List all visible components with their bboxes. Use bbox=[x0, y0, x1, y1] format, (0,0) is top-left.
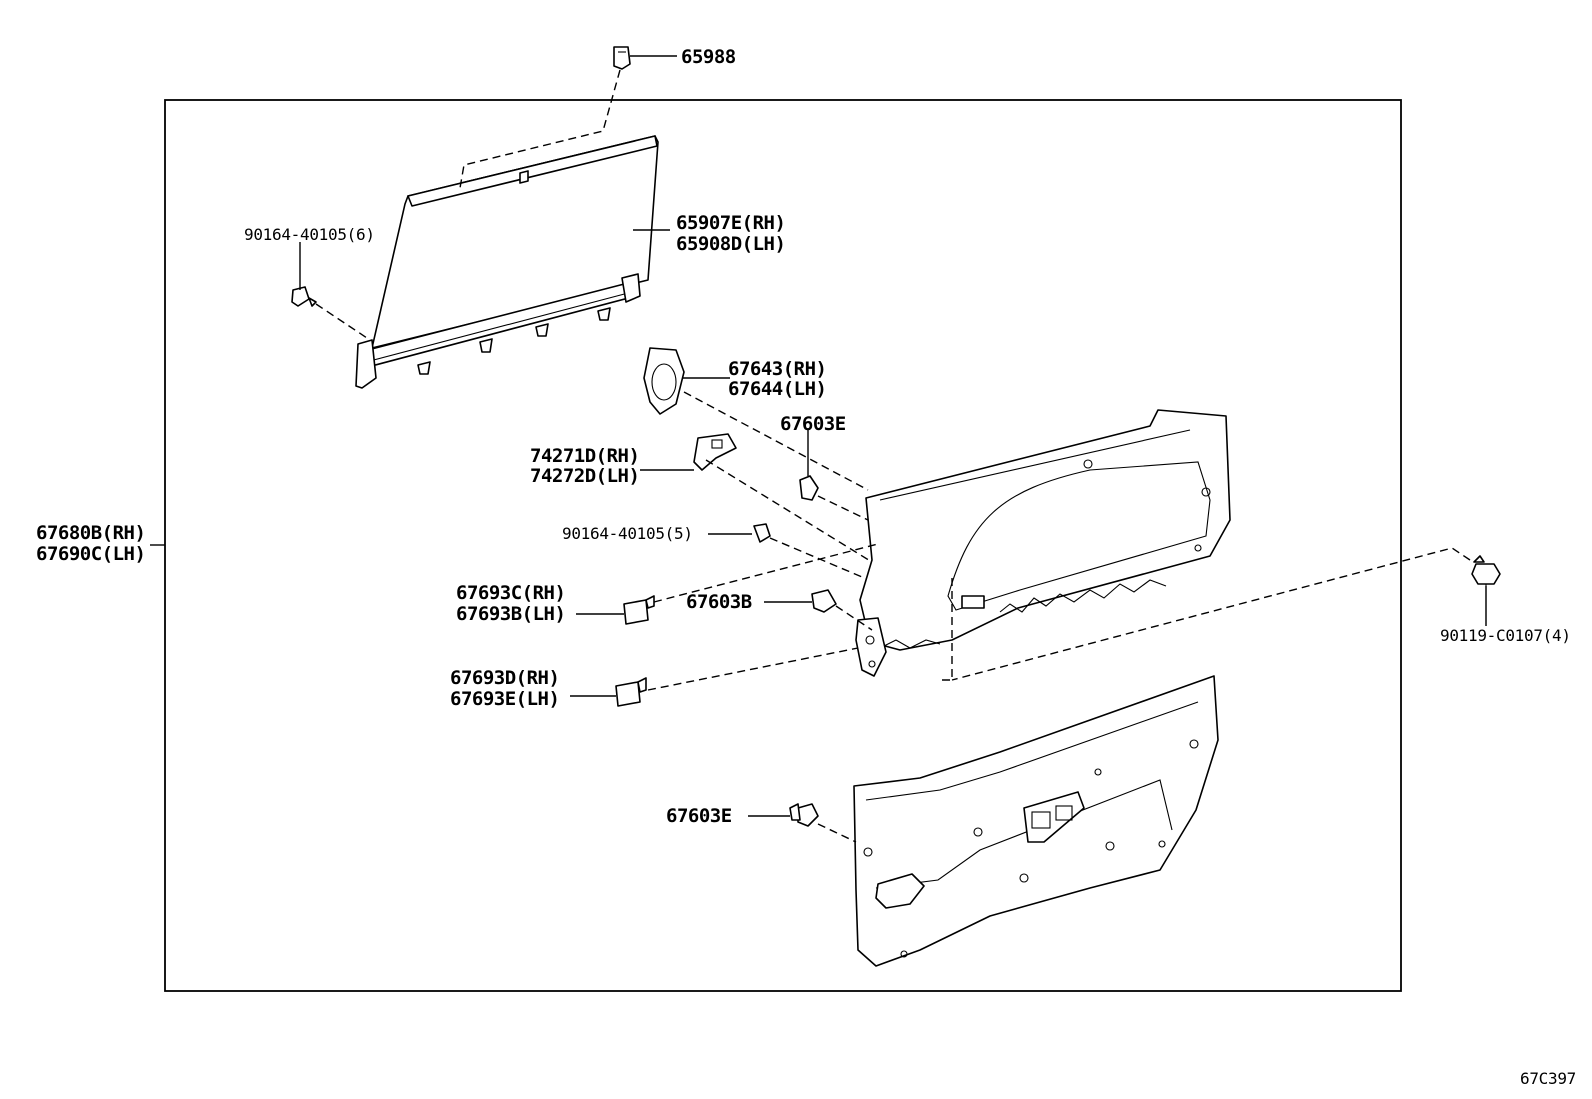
label-67643: 67643(RH) bbox=[728, 358, 826, 380]
label-67603e-top: 67603E bbox=[780, 413, 846, 435]
speaker-bracket[interactable] bbox=[643, 347, 685, 415]
screen-assembly[interactable] bbox=[355, 135, 659, 389]
clip-67693d-dash bbox=[647, 647, 859, 691]
bolt-90119-dash bbox=[951, 547, 1471, 681]
clip-67603b-dash bbox=[835, 605, 873, 631]
label-67693b: 67693B(LH) bbox=[456, 603, 565, 625]
label-90119: 90119-C0107(4) bbox=[1440, 626, 1571, 645]
bolt-90119[interactable] bbox=[1471, 555, 1501, 626]
clip-65988-dash bbox=[459, 69, 621, 189]
label-67603b: 67603B bbox=[686, 591, 752, 613]
clip-67693d[interactable] bbox=[615, 677, 647, 707]
upper-trim-panel[interactable] bbox=[855, 409, 1231, 677]
label-67644: 67644(LH) bbox=[728, 378, 826, 400]
clip-67603e-bot[interactable] bbox=[789, 803, 819, 827]
clip-65988[interactable] bbox=[613, 46, 631, 70]
clip-67603e-bot-dash bbox=[817, 823, 857, 843]
screw-90164-6-dash bbox=[315, 303, 371, 341]
label-90164-5: 90164-40105(5) bbox=[562, 524, 693, 543]
hook-bracket[interactable] bbox=[693, 433, 737, 471]
label-74271d: 74271D(RH) bbox=[530, 445, 639, 467]
label-67693d: 67693D(RH) bbox=[450, 667, 559, 689]
upper-panel-dash bbox=[940, 578, 953, 681]
label-74272d: 74272D(LH) bbox=[530, 465, 639, 487]
clip-67603b[interactable] bbox=[811, 589, 837, 613]
label-67693e: 67693E(LH) bbox=[450, 688, 559, 710]
screw-90164-5-dash bbox=[769, 537, 941, 611]
diagram-code: 67C397 bbox=[1520, 1069, 1576, 1088]
label-65988: 65988 bbox=[681, 46, 736, 68]
lower-trim-panel[interactable] bbox=[853, 675, 1219, 967]
label-67693c: 67693C(RH) bbox=[456, 582, 565, 604]
screw-90164-5[interactable] bbox=[753, 523, 771, 543]
label-67680b: 67680B(RH) bbox=[36, 522, 145, 544]
clip-67603e-top[interactable] bbox=[799, 475, 819, 501]
clip-67693c[interactable] bbox=[623, 595, 655, 625]
clip-67603e-top-dash bbox=[817, 495, 869, 521]
label-90164-6: 90164-40105(6) bbox=[244, 225, 375, 244]
speaker-bracket-dash bbox=[683, 391, 869, 491]
label-65908d: 65908D(LH) bbox=[676, 233, 785, 255]
label-67690c: 67690C(LH) bbox=[36, 543, 145, 565]
label-67603e-bot: 67603E bbox=[666, 805, 732, 827]
label-65907e: 65907E(RH) bbox=[676, 212, 785, 234]
screw-90164-6[interactable] bbox=[291, 286, 317, 307]
